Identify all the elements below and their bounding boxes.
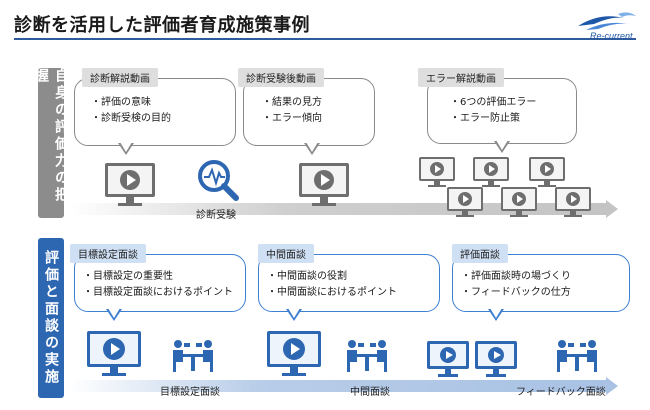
section1-box2-item: エラー傾向 [262, 111, 374, 127]
section2-box2: 中間面談の役割 中間面談におけるポイント [258, 254, 440, 312]
video-monitor-icon[interactable] [418, 156, 456, 188]
meeting-icon [557, 340, 597, 372]
section2-box3: 評価面談時の場づくり フィードバックの仕方 [452, 254, 630, 312]
section1-box3-tag: エラー解説動画 [418, 68, 504, 87]
section1-box3-item: エラー防止策 [450, 111, 576, 127]
section2-box3-tag: 評価面談 [452, 244, 508, 263]
section2-box2-tag: 中間面談 [258, 244, 314, 263]
diagnosis-magnifier-icon [198, 160, 239, 201]
section2-arrow-label-goal: 目標設定面談 [160, 387, 220, 398]
section2-timeline-arrow [70, 377, 618, 395]
section2-box2-item: 中間面談におけるポイント [267, 285, 439, 301]
video-monitor-icon[interactable] [446, 186, 484, 218]
section1-label: 自身の評価力の把握 [33, 68, 69, 218]
video-monitor-icon[interactable] [86, 330, 142, 378]
meeting-icon [347, 340, 387, 372]
meeting-icon [173, 340, 213, 372]
section2-arrow-label-mid: 中間面談 [350, 387, 390, 398]
video-monitor-icon[interactable] [104, 162, 156, 208]
company-logo-icon [578, 12, 636, 30]
section2-box1-tag: 目標設定面談 [70, 244, 146, 263]
title-divider [14, 38, 636, 40]
video-monitor-icon[interactable] [472, 156, 510, 188]
video-monitor-icon[interactable] [500, 186, 538, 218]
video-monitor-icon[interactable] [474, 340, 518, 378]
section2-box1-item: 目標設定面談におけるポイント [83, 285, 245, 301]
section2-box1: 目標設定の重要性 目標設定面談におけるポイント [74, 254, 246, 312]
section1-box1: 評価の意味 診断受検の目的 [74, 78, 236, 146]
logo-text: Re-current [590, 31, 633, 41]
section2-box1-item: 目標設定の重要性 [83, 269, 245, 285]
video-monitor-icon[interactable] [426, 340, 470, 378]
video-monitor-icon[interactable] [298, 162, 350, 208]
section1-box2-tag: 診断受験後動画 [238, 68, 324, 87]
section1-arrow-label: 診断受験 [196, 210, 236, 221]
page-title: 診断を活用した評価者育成施策事例 [14, 15, 310, 36]
section2-box2-item: 中間面談の役割 [267, 269, 439, 285]
video-monitor-icon[interactable] [554, 186, 592, 218]
section1-box1-item: 診断受検の目的 [91, 111, 235, 127]
section1-box3-item: 6つの評価エラー [450, 95, 576, 111]
section1-box1-tag: 診断解説動画 [82, 68, 158, 87]
section1-box2: 結果の見方 エラー傾向 [243, 78, 375, 146]
section2-box3-item: 評価面談時の場づくり [461, 269, 629, 285]
section1-box2-item: 結果の見方 [262, 95, 374, 111]
section1-box1-item: 評価の意味 [91, 95, 235, 111]
section2-arrow-label-feedback: フィードバック面談 [516, 387, 606, 398]
section1-box3: 6つの評価エラー エラー防止策 [427, 78, 577, 144]
section2-label: 評価と面談の実施 [38, 238, 64, 398]
video-monitor-icon[interactable] [266, 330, 322, 378]
section2-box3-item: フィードバックの仕方 [461, 285, 629, 301]
video-monitor-icon[interactable] [528, 156, 566, 188]
